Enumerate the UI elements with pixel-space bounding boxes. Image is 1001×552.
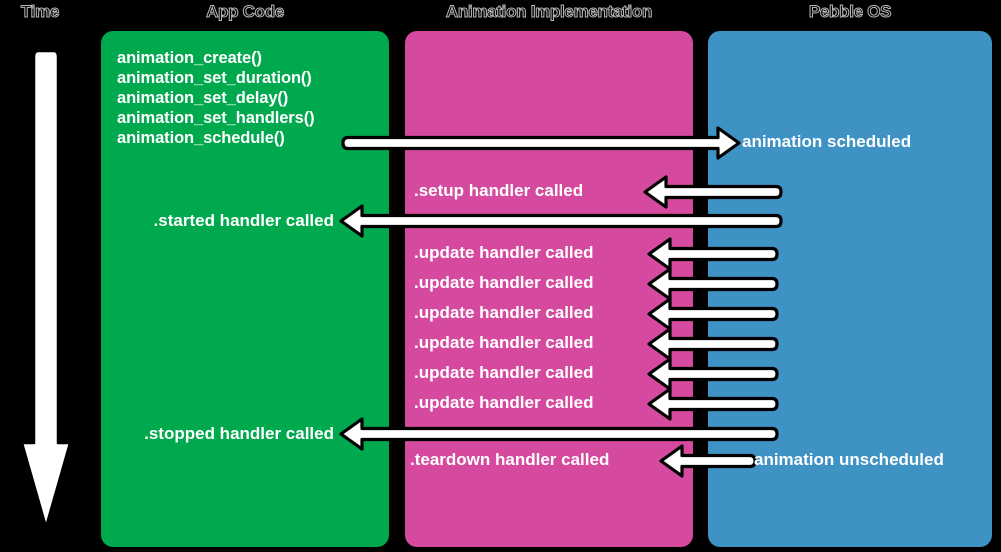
app-code-call-animation-create: animation_create()	[117, 49, 262, 67]
label-setup-handler: .setup handler called	[414, 181, 584, 200]
lane-animation-implementation	[405, 31, 693, 547]
app-code-call-animation-set-delay: animation_set_delay()	[117, 89, 289, 107]
column-header-pebble-os: Pebble OS	[808, 2, 892, 22]
label-update-handler-4: .update handler called	[414, 333, 594, 352]
label-animation-unscheduled: animation unscheduled	[754, 450, 944, 469]
column-header-time: Time	[20, 2, 60, 22]
column-header-animation-implementation: Animation Implementation	[445, 2, 653, 22]
label-animation-scheduled: animation scheduled	[742, 132, 912, 151]
app-code-call-animation-set-handlers: animation_set_handlers()	[117, 109, 315, 127]
app-code-call-animation-schedule: animation_schedule()	[117, 129, 285, 147]
label-update-handler-2: .update handler called	[414, 273, 594, 292]
column-header-app-code: App Code	[206, 2, 285, 22]
label-started-handler: .started handler called	[153, 211, 334, 230]
app-code-call-animation-set-duration: animation_set_duration()	[117, 69, 312, 87]
label-update-handler-5: .update handler called	[414, 363, 594, 382]
label-stopped-handler: .stopped handler called	[144, 424, 334, 443]
lane-app-code	[101, 31, 389, 547]
label-update-handler-3: .update handler called	[414, 303, 594, 322]
label-teardown-handler: .teardown handler called	[410, 450, 610, 469]
lane-pebble-os	[708, 31, 992, 547]
app-code-call-list: animation_create() animation_set_duratio…	[117, 48, 315, 148]
time-arrow-icon	[20, 49, 72, 529]
label-update-handler-1: .update handler called	[414, 243, 594, 262]
label-update-handler-6: .update handler called	[414, 393, 594, 412]
